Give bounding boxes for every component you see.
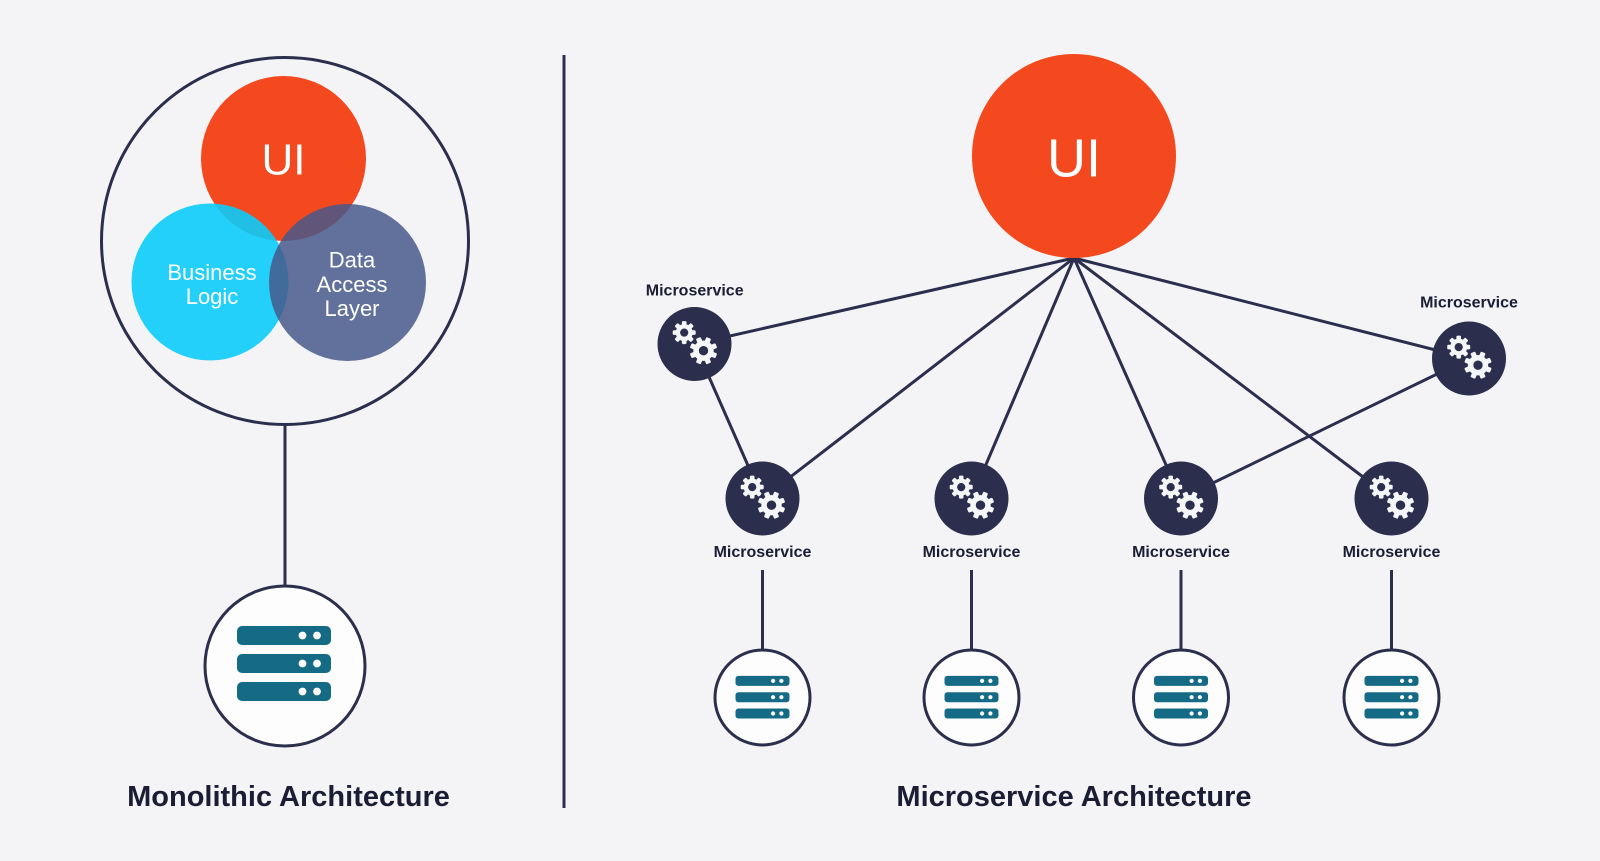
svg-text:Microservice: Microservice xyxy=(646,283,744,300)
svg-text:Microservice: Microservice xyxy=(1343,544,1441,561)
svg-text:Data: Data xyxy=(329,248,376,273)
svg-text:Microservice: Microservice xyxy=(714,544,812,561)
svg-text:Access: Access xyxy=(317,272,388,297)
svg-text:Microservice: Microservice xyxy=(1420,295,1518,312)
svg-text:Microservice: Microservice xyxy=(1132,544,1230,561)
svg-text:UI: UI xyxy=(1047,129,1101,189)
svg-text:Microservice: Microservice xyxy=(923,544,1021,561)
svg-text:Monolithic Architecture: Monolithic Architecture xyxy=(127,781,450,813)
svg-text:Logic: Logic xyxy=(186,284,239,309)
svg-text:UI: UI xyxy=(262,136,306,185)
svg-text:Microservice Architecture: Microservice Architecture xyxy=(896,781,1251,813)
svg-text:Layer: Layer xyxy=(324,296,379,321)
svg-text:Business: Business xyxy=(167,260,256,285)
